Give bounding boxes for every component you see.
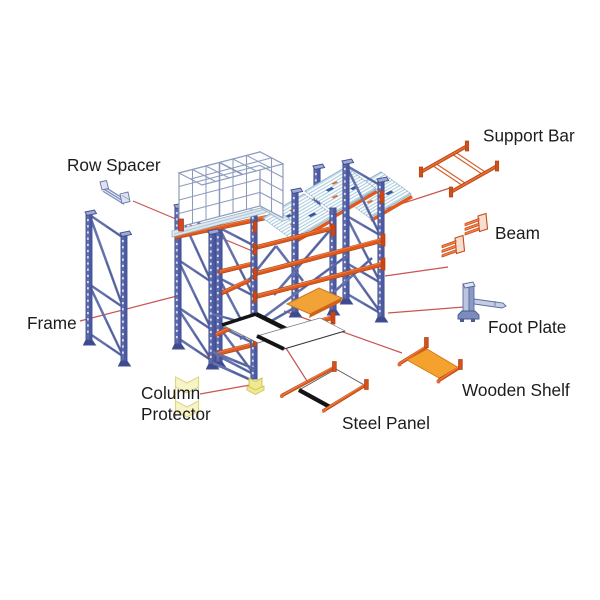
svg-text:Support Bar: Support Bar bbox=[483, 126, 575, 146]
svg-text:Foot Plate: Foot Plate bbox=[488, 317, 566, 337]
svg-text:Beam: Beam bbox=[495, 223, 540, 243]
svg-text:Frame: Frame bbox=[27, 313, 77, 333]
svg-text:Wooden Shelf: Wooden Shelf bbox=[462, 380, 570, 400]
svg-text:Column: Column bbox=[141, 383, 200, 403]
svg-text:Steel Panel: Steel Panel bbox=[342, 413, 430, 433]
svg-text:Protector: Protector bbox=[141, 404, 211, 424]
svg-text:Row Spacer: Row Spacer bbox=[67, 155, 161, 175]
